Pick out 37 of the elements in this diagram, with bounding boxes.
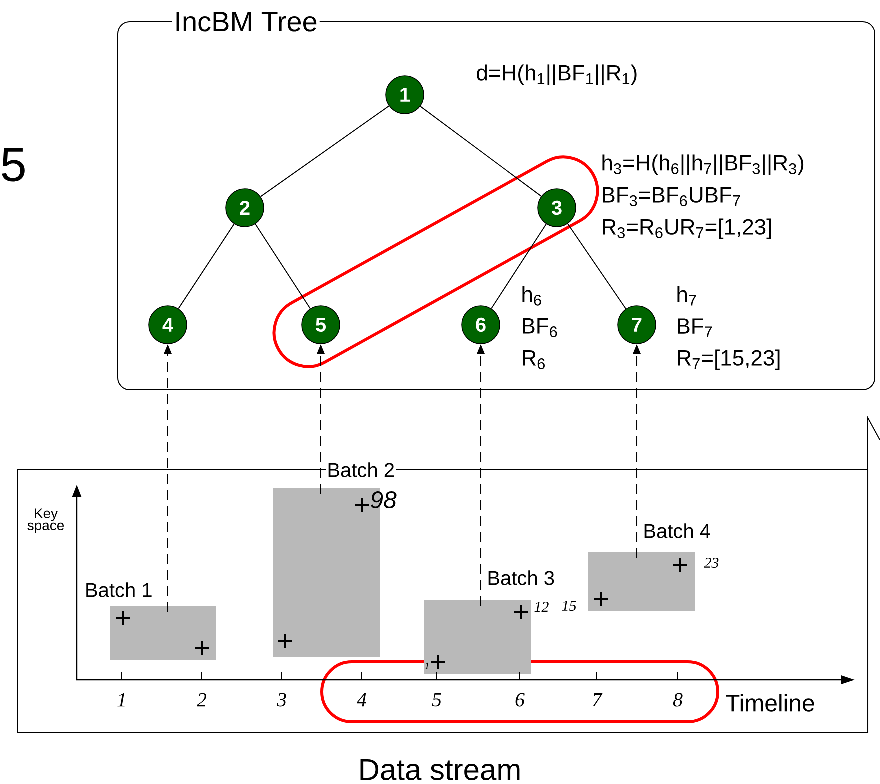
tick-label: 7	[593, 693, 603, 707]
tick-label: 6	[516, 693, 525, 707]
value-label: 15	[562, 601, 576, 612]
tree-edge	[491, 224, 547, 310]
value-label: 98	[371, 492, 397, 508]
tree-edge	[567, 224, 627, 310]
node-label: Batch 4	[644, 524, 710, 538]
node-label: Batch 3	[488, 570, 554, 586]
node-annotation: R$_{3}$=R$_{6}$UR$_{7}$=[1,23]	[603, 218, 772, 240]
tick-label: 2	[197, 693, 207, 707]
tick-label: 4	[357, 693, 367, 707]
tick-label: 5	[432, 693, 442, 707]
node-annotation: R$_{7}$=[15,23]	[678, 350, 780, 370]
cut-off-number: 5	[2, 148, 25, 182]
tick-label: 8	[673, 693, 683, 707]
tick-label: 1	[118, 693, 125, 707]
tree-edge	[260, 106, 390, 198]
node-label: Data stream	[360, 760, 520, 780]
node-label: Batch 1	[86, 582, 152, 598]
batch-box: Batch 1	[84, 582, 216, 660]
axis-label: Timeline	[726, 694, 814, 712]
node-annotation: BF$_{7}$	[678, 318, 712, 338]
node-label: Batch 2	[328, 462, 394, 478]
node-annotation: h$_{7}$	[678, 286, 696, 306]
node-annotation: h$_{3}$=H(h$_{6}$||h$_{7}$||BF$_{3}$||R$_{3}$)	[602, 154, 804, 176]
tick-label: 3	[276, 693, 286, 707]
value-label: 12	[534, 602, 549, 612]
node-annotation: BF$_{3}$=BF$_{6}$UBF$_{7}$	[603, 188, 740, 206]
value-label: 1	[425, 662, 429, 670]
node-annotation: R$_{6}$	[523, 350, 545, 370]
tree-edge	[420, 106, 542, 197]
node-annotation: h$_{6}$	[522, 286, 542, 306]
axis-label: Key space	[28, 508, 64, 534]
node-annotation: BF$_{6}$	[523, 318, 558, 338]
tree-edge	[178, 224, 235, 310]
node-annotation: d=H(h$_{1}$||BF$_{1}$||R$_{1}$)	[477, 64, 637, 86]
tree-edge	[255, 224, 311, 310]
